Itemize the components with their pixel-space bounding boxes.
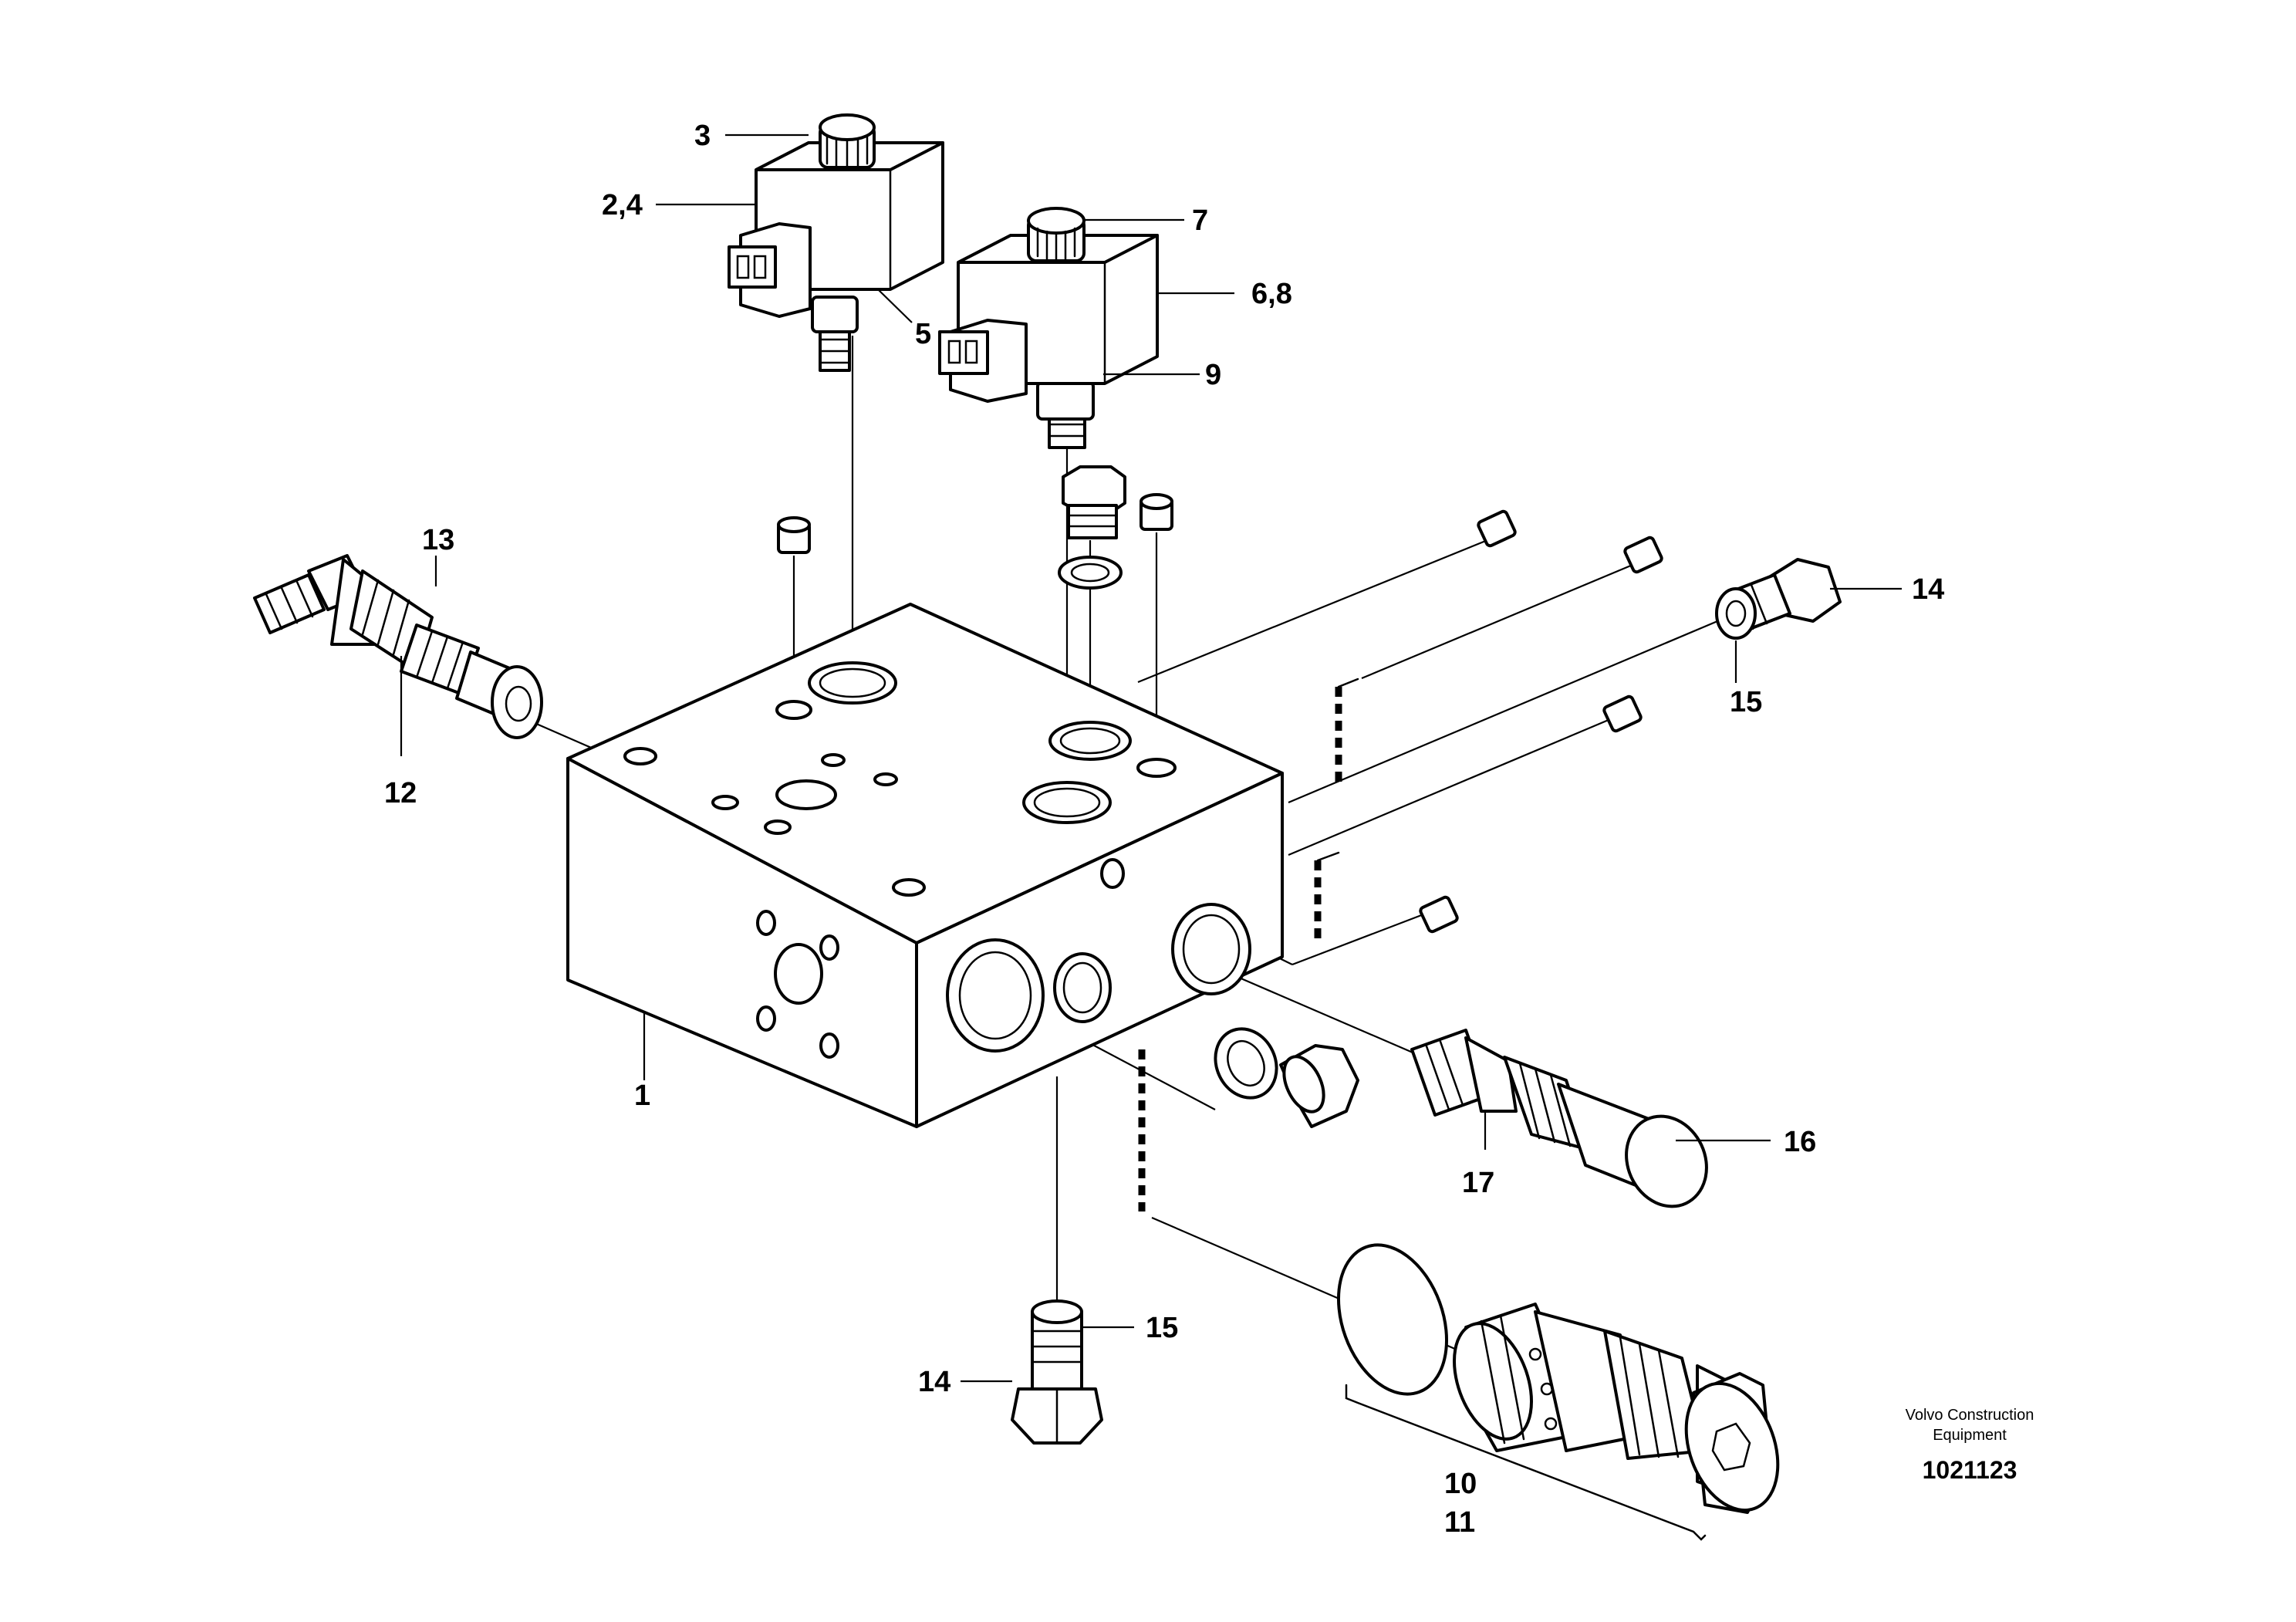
callout-6-8: 6,8 <box>1251 278 1292 310</box>
callout-5: 5 <box>915 318 931 350</box>
right-plug-14-15 <box>1715 558 1842 640</box>
brand-line-1: Volvo Construction <box>1906 1407 2034 1424</box>
callout-3: 3 <box>694 120 711 152</box>
cartridge-16-17 <box>1410 1029 1708 1208</box>
solenoid-left <box>728 113 944 372</box>
callout-14-right: 14 <box>1912 573 1944 606</box>
callout-labels: 3 2,4 5 7 6,8 9 13 12 14 15 1 16 17 15 1… <box>384 120 1944 1539</box>
callout-12: 12 <box>384 777 417 809</box>
callout-15-bottom: 15 <box>1146 1312 1178 1344</box>
callout-leaders <box>400 133 1902 1383</box>
callout-1: 1 <box>634 1080 650 1112</box>
brand-line-2: Equipment <box>1933 1427 2007 1444</box>
side-plug-and-washer <box>1214 1027 1359 1128</box>
callout-17: 17 <box>1462 1167 1494 1199</box>
callout-13: 13 <box>422 524 454 556</box>
callout-10: 10 <box>1444 1468 1477 1500</box>
callout-2-4: 2,4 <box>602 189 643 221</box>
cartridge-10-11 <box>1336 1243 1780 1541</box>
callout-11: 11 <box>1444 1506 1475 1539</box>
dashed-axis-marks <box>1138 678 1359 1211</box>
drawing-number: 1021123 <box>1923 1456 2017 1484</box>
drawing-footer: Volvo Construction Equipment 1021123 <box>1906 1407 2034 1484</box>
valve-block <box>566 603 1284 1128</box>
small-plugs <box>777 493 1663 934</box>
top-plug-and-washer <box>1058 465 1126 590</box>
callout-9: 9 <box>1205 359 1221 391</box>
callout-15-right: 15 <box>1730 686 1762 718</box>
bottom-plug-14-15 <box>1011 1299 1103 1445</box>
callout-7: 7 <box>1192 204 1208 237</box>
solenoid-right <box>938 207 1159 449</box>
callout-16: 16 <box>1784 1126 1816 1158</box>
callout-14-bottom: 14 <box>918 1366 950 1398</box>
left-cartridge <box>253 554 543 739</box>
